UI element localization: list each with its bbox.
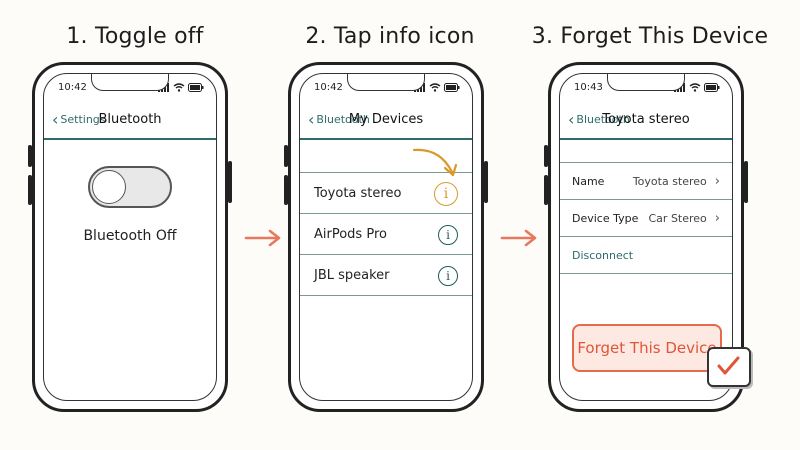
phone-volume-button xyxy=(28,145,32,167)
phone-notch xyxy=(347,74,425,91)
info-icon[interactable]: i xyxy=(438,224,458,245)
phone-bluetooth-settings: 10:42 ‹ Settings Bluetooth Bluetooth Off xyxy=(28,62,232,412)
toggle-knob xyxy=(92,170,126,204)
back-label: Bluetooth xyxy=(316,113,370,126)
device-row-jbl[interactable]: JBL speaker i xyxy=(300,256,472,296)
chevron-right-icon: › xyxy=(714,174,720,189)
phone-volume-button xyxy=(28,175,32,205)
back-label: Bluetooth xyxy=(576,113,630,126)
phone-screen: 10:42 ‹ Bluetooth My Devices Toyota ster… xyxy=(299,73,473,401)
step-2-title: 2. Tap info icon xyxy=(305,24,475,49)
list-top-divider xyxy=(300,172,472,173)
checkmark-icon xyxy=(717,356,740,375)
step-3-title: 3. Forget This Device xyxy=(531,24,769,49)
phone-side-button xyxy=(228,161,232,203)
status-time: 10:42 xyxy=(58,81,87,93)
wifi-icon xyxy=(173,82,185,92)
phone-device-detail: 10:43 ‹ Bluetooth Toyota stereo Name Toy… xyxy=(544,62,751,412)
info-icon[interactable]: i xyxy=(438,265,458,286)
bluetooth-status-label: Bluetooth Off xyxy=(83,228,177,244)
nav-bar: ‹ Settings Bluetooth xyxy=(44,104,216,140)
phone-volume-button xyxy=(544,175,548,205)
phone-notch xyxy=(91,74,169,91)
device-row-airpods[interactable]: AirPods Pro i xyxy=(300,215,472,255)
phone-volume-button xyxy=(544,145,548,167)
name-value: Toyota stereo xyxy=(632,175,707,188)
disconnect-button[interactable]: Disconnect xyxy=(572,249,634,262)
device-row-toyota[interactable]: Toyota stereo i xyxy=(300,174,472,214)
back-label: Settings xyxy=(60,113,106,126)
phone-volume-button xyxy=(284,145,288,167)
info-icon[interactable]: i xyxy=(434,181,458,206)
chevron-left-icon: ‹ xyxy=(568,109,575,129)
phone-volume-button xyxy=(284,175,288,205)
device-name: JBL speaker xyxy=(314,268,390,283)
device-name: AirPods Pro xyxy=(314,227,387,242)
chevron-right-icon: › xyxy=(714,211,720,226)
checkmark-badge xyxy=(707,347,751,387)
chevron-left-icon: ‹ xyxy=(52,109,59,129)
device-type-label: Device Type xyxy=(572,212,639,225)
status-time: 10:42 xyxy=(314,81,343,93)
nav-bar: ‹ Bluetooth Toyota stereo xyxy=(560,104,732,140)
device-type-row[interactable]: Device Type Car Stereo › xyxy=(560,201,732,237)
chevron-left-icon: ‹ xyxy=(308,109,315,129)
back-button-settings[interactable]: ‹ Settings xyxy=(52,109,106,129)
back-button-bluetooth[interactable]: ‹ Bluetooth xyxy=(308,109,370,129)
name-row[interactable]: Name Toyota stereo › xyxy=(560,164,732,200)
battery-icon xyxy=(444,82,460,92)
phone-side-button xyxy=(484,161,488,203)
arrow-right-icon xyxy=(244,229,281,247)
device-name: Toyota stereo xyxy=(314,186,402,201)
step-1-title: 1. Toggle off xyxy=(66,24,204,49)
nav-bar: ‹ Bluetooth My Devices xyxy=(300,104,472,140)
pointer-arrow-icon xyxy=(412,148,458,177)
phone-screen: 10:42 ‹ Settings Bluetooth Bluetooth Off xyxy=(43,73,217,401)
battery-icon xyxy=(704,82,720,92)
phone-side-button xyxy=(744,161,748,203)
disconnect-row[interactable]: Disconnect xyxy=(560,238,732,274)
device-type-value: Car Stereo xyxy=(648,212,707,225)
phone-my-devices: 10:42 ‹ Bluetooth My Devices Toyota ster… xyxy=(284,62,488,412)
list-top-divider xyxy=(560,162,732,163)
forget-device-button[interactable]: Forget This Device xyxy=(572,324,722,372)
battery-icon xyxy=(188,82,204,92)
status-time: 10:43 xyxy=(574,81,603,93)
wifi-icon xyxy=(689,82,701,92)
back-button-bluetooth[interactable]: ‹ Bluetooth xyxy=(568,109,630,129)
arrow-right-icon xyxy=(500,229,537,247)
phone-notch xyxy=(607,74,685,91)
wifi-icon xyxy=(429,82,441,92)
name-label: Name xyxy=(572,175,605,188)
bluetooth-toggle[interactable] xyxy=(88,166,172,208)
